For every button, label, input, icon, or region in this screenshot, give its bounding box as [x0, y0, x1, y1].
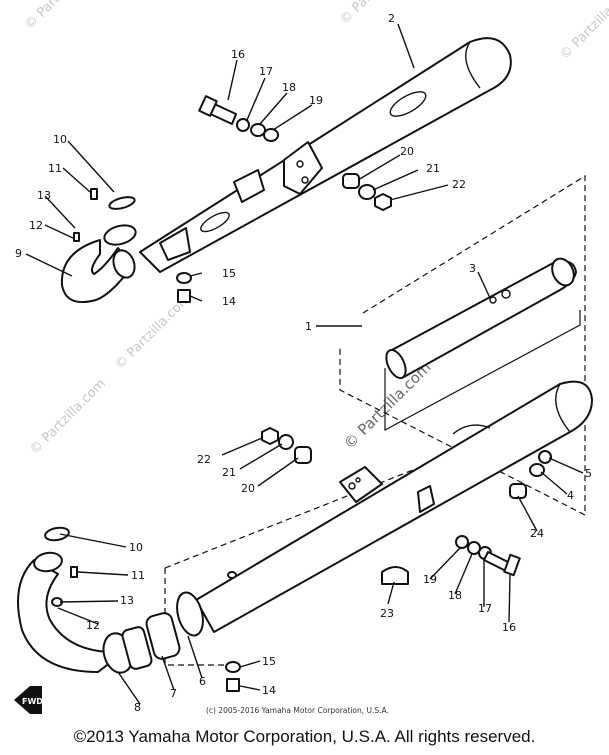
callout-22: 22 — [197, 453, 211, 466]
leader-lines — [25, 23, 584, 705]
callout-6: 6 — [199, 675, 206, 688]
lower-exhaust-pipe — [17, 526, 204, 674]
callout-10: 10 — [129, 541, 143, 554]
front-direction-marker: FWD — [14, 686, 43, 714]
callout-11: 11 — [48, 162, 62, 175]
callout-4: 4 — [567, 489, 574, 502]
small-copyright: (c) 2005-2016 Yamaha Motor Corporation, … — [206, 706, 389, 715]
callout-16: 16 — [231, 48, 245, 61]
callout-20: 20 — [241, 482, 255, 495]
callout-8: 8 — [134, 701, 141, 714]
upper-fasteners — [176, 95, 392, 303]
callout-18: 18 — [282, 81, 296, 94]
callout-19: 19 — [309, 94, 323, 107]
callout-21: 21 — [426, 162, 440, 175]
group-outline — [339, 174, 586, 516]
callout-14: 14 — [262, 684, 276, 697]
watermark-text: © Partzilla.com — [557, 0, 609, 63]
callout-9: 9 — [15, 247, 22, 260]
callout-5: 5 — [585, 467, 592, 480]
inner-baffle — [385, 257, 577, 380]
callout-20: 20 — [400, 145, 414, 158]
footer-copyright: ©2013 Yamaha Motor Corporation, U.S.A. A… — [73, 727, 536, 746]
lower-fasteners — [225, 427, 552, 692]
front-marker-label: FWD — [22, 697, 43, 706]
callout-1: 1 — [305, 320, 312, 333]
watermark-text: © Partzilla.com — [337, 0, 419, 28]
watermark-text: © Partzilla.com — [340, 358, 435, 453]
callout-23: 23 — [380, 607, 394, 620]
watermark-text: © Partzilla.com — [27, 376, 109, 458]
group-outline — [384, 310, 581, 432]
callout-17: 17 — [478, 602, 492, 615]
callout-19: 19 — [423, 573, 437, 586]
callout-15: 15 — [222, 267, 236, 280]
callout-2: 2 — [388, 12, 395, 25]
callout-15: 15 — [262, 655, 276, 668]
lower-muffler — [195, 380, 593, 633]
callout-13: 13 — [120, 594, 134, 607]
callout-22: 22 — [452, 178, 466, 191]
group-outline — [164, 568, 240, 666]
callout-10: 10 — [53, 133, 67, 146]
callout-11: 11 — [131, 569, 145, 582]
callout-13: 13 — [37, 189, 51, 202]
upper-exhaust-pipe — [60, 188, 137, 304]
callout-labels: 2 16 17 18 19 20 21 22 10 11 13 12 9 15 … — [15, 12, 592, 714]
upper-muffler — [139, 37, 512, 273]
callout-12: 12 — [29, 219, 43, 232]
callout-12: 12 — [86, 619, 100, 632]
callout-16: 16 — [502, 621, 516, 634]
callout-24: 24 — [530, 527, 544, 540]
arrow-icon — [14, 686, 42, 714]
callout-7: 7 — [170, 687, 177, 700]
callout-21: 21 — [222, 466, 236, 479]
watermark-text: © Partzilla.com — [22, 0, 104, 33]
callout-18: 18 — [448, 589, 462, 602]
callout-17: 17 — [259, 65, 273, 78]
callout-14: 14 — [222, 295, 236, 308]
callout-3: 3 — [469, 262, 476, 275]
watermark-text: © Partzilla.com — [112, 291, 194, 373]
